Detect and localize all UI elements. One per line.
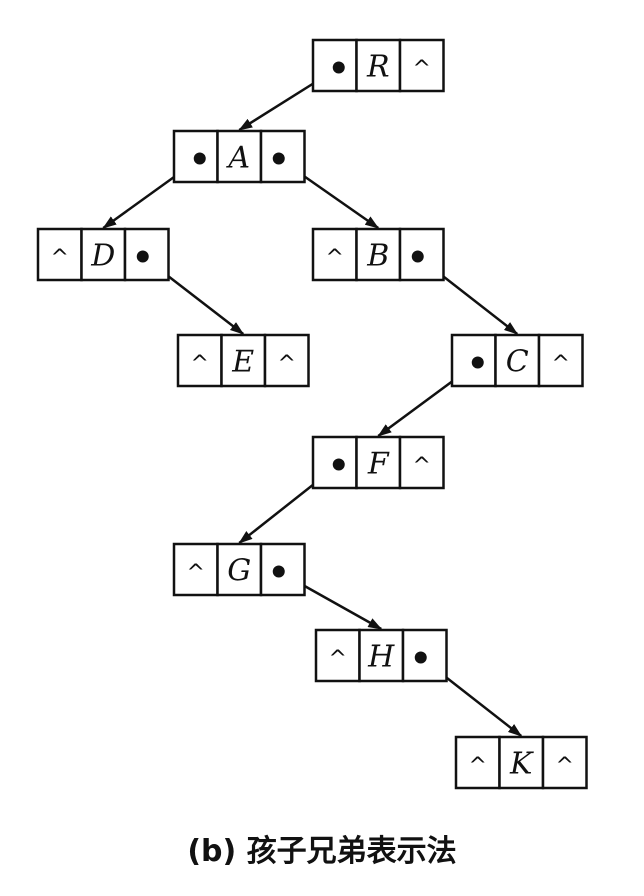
pointer-dot <box>272 152 285 165</box>
node-label: R <box>366 50 390 85</box>
pointer-dot <box>414 651 427 664</box>
null-pointer-symbol: ^ <box>51 246 69 271</box>
node-label: K <box>509 747 534 782</box>
node-H: H^ <box>314 628 448 683</box>
pointer-dot <box>332 458 345 471</box>
node-label: H <box>367 640 395 675</box>
node-label: A <box>225 141 250 176</box>
pointer-dot <box>411 250 424 263</box>
node-C: C^ <box>450 333 584 388</box>
null-pointer-symbol: ^ <box>191 352 209 377</box>
null-pointer-symbol: ^ <box>556 754 574 779</box>
data-cell <box>355 38 402 93</box>
null-pointer-symbol: ^ <box>326 246 344 271</box>
node-label: F <box>367 447 390 482</box>
node-label: D <box>90 239 115 274</box>
node-label: G <box>227 554 251 589</box>
data-cell <box>355 227 402 282</box>
sibling-pointer-cell <box>263 333 310 388</box>
node-D: D^ <box>36 227 170 282</box>
node-R: R^ <box>311 38 445 93</box>
null-pointer-symbol: ^ <box>329 647 347 672</box>
node-label: B <box>366 239 389 274</box>
pointer-dot <box>193 152 206 165</box>
pointer-dot <box>332 61 345 74</box>
null-pointer-symbol: ^ <box>552 352 570 377</box>
null-pointer-symbol: ^ <box>413 57 431 82</box>
null-pointer-symbol: ^ <box>278 352 296 377</box>
sibling-pointer-cell <box>537 333 584 388</box>
node-label: E <box>231 345 254 380</box>
child-pointer-cell <box>172 542 219 597</box>
null-pointer-symbol: ^ <box>413 454 431 479</box>
figure-caption: (b) 孩子兄弟表示法 <box>187 834 457 869</box>
node-label: C <box>506 345 529 380</box>
pointer-dot <box>136 250 149 263</box>
child-pointer-cell <box>311 227 358 282</box>
sibling-pointer-cell <box>398 38 445 93</box>
sibling-pointer-cell <box>541 735 588 790</box>
node-G: G^ <box>172 542 306 597</box>
node-E: E ^ ^ <box>176 333 310 388</box>
node-A: A <box>172 129 306 184</box>
data-cell <box>216 129 263 184</box>
child-pointer-cell <box>36 227 83 282</box>
child-pointer-cell <box>314 628 361 683</box>
null-pointer-symbol: ^ <box>187 561 205 586</box>
data-cell <box>216 542 263 597</box>
null-pointer-symbol: ^ <box>469 754 487 779</box>
pointer-dot <box>471 356 484 369</box>
node-K: K ^ ^ <box>454 735 588 790</box>
node-B: B^ <box>311 227 445 282</box>
pointer-dot <box>272 565 285 578</box>
sibling-pointer-cell <box>398 435 445 490</box>
child-pointer-cell <box>176 333 223 388</box>
node-F: F^ <box>311 435 445 490</box>
data-cell <box>358 628 405 683</box>
